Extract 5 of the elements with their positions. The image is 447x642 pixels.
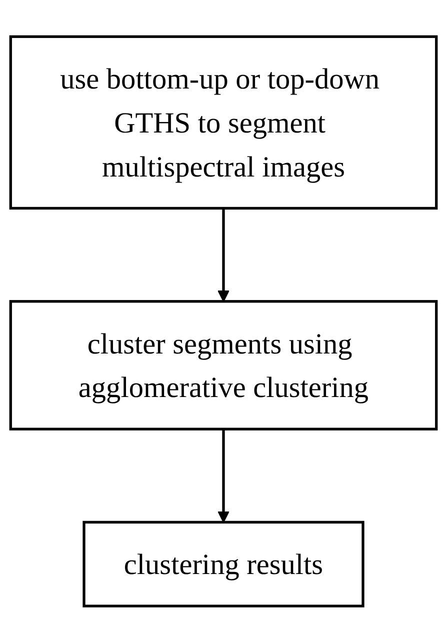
node-box: use bottom-up or top-down GTHS to segment multispectral images	[9, 34, 438, 210]
arrow	[218, 428, 230, 522]
node-box: clustering results	[82, 520, 364, 608]
arrow	[218, 208, 230, 302]
node-box: cluster segments using agglomerative clustering	[9, 300, 438, 430]
